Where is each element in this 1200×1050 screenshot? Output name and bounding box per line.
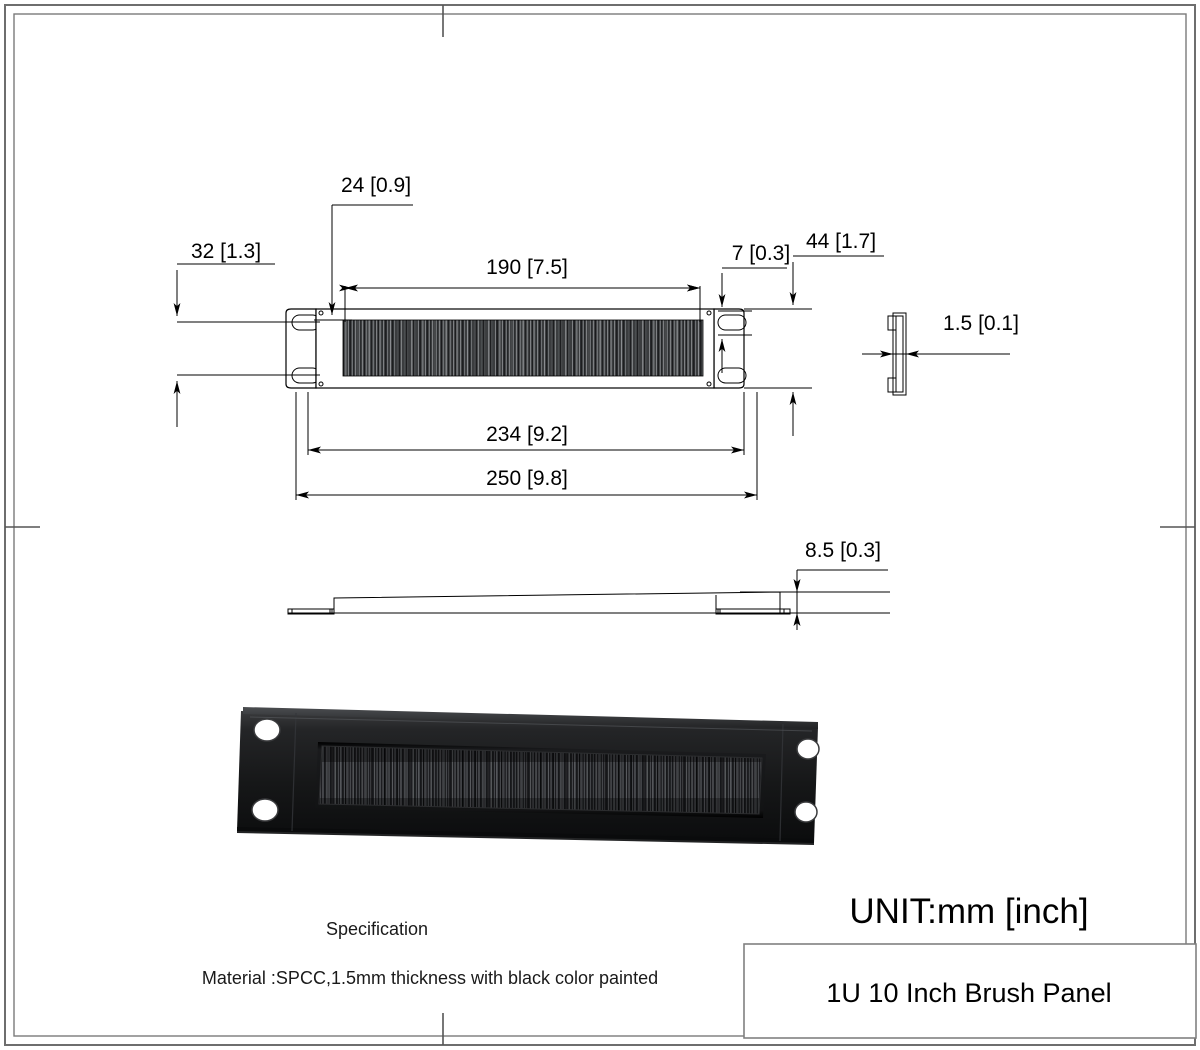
specification-block: Specification Material :SPCC,1.5mm thick… [202, 919, 658, 988]
front-elevation-view [285, 308, 747, 389]
dim-label-44: 44 [1.7] [806, 230, 876, 253]
body-rivet-top-left [318, 310, 324, 316]
left-mounting-ear [285, 308, 317, 389]
dim-label-7: 7 [0.3] [732, 242, 790, 265]
right-slot-lower [717, 367, 747, 384]
dim-label-190: 190 [7.5] [486, 256, 568, 279]
dim-label-24: 24 [0.9] [341, 174, 411, 197]
sheet-border [4, 4, 1196, 1046]
spec-material: Material :SPCC,1.5mm thickness with blac… [202, 968, 658, 988]
dim-ear-slot-height: 7 [0.3] [718, 242, 790, 373]
dim-body-width: 234 [9.2] [307, 392, 745, 455]
photo-hole-top-left [253, 718, 281, 742]
dim-label-250: 250 [9.8] [486, 467, 568, 490]
photo-hole-bottom-right [794, 801, 818, 823]
dim-brush-width: 190 [7.5] [339, 256, 701, 322]
unit-note: UNIT:mm [inch] [849, 892, 1088, 931]
product-photo-view [237, 707, 820, 845]
right-slot-upper [717, 314, 747, 331]
dim-slot-spacing-vertical: 32 [1.3] [173, 240, 320, 427]
dim-brush-offset-left: 24 [0.9] [314, 174, 413, 321]
photo-hole-bottom-left [251, 798, 279, 822]
dim-label-1-5: 1.5 [0.1] [943, 312, 1019, 335]
body-rivet-bottom-right [706, 381, 712, 387]
title-block-box [743, 943, 1197, 1039]
photo-panel-top-lip [243, 707, 818, 729]
spec-heading: Specification [326, 919, 428, 939]
dim-label-8-5: 8.5 [0.3] [805, 539, 881, 562]
dim-material-thickness: 1.5 [0.1] [862, 312, 1019, 358]
dim-label-32: 32 [1.3] [191, 240, 261, 263]
photo-panel-bottom-bevel [237, 827, 814, 845]
sheet-title: 1U 10 Inch Brush Panel [826, 978, 1111, 1008]
body-rivet-bottom-left [318, 381, 324, 387]
dim-panel-depth: 8.5 [0.3] [740, 539, 890, 630]
top-section-view [287, 591, 791, 615]
dim-label-234: 234 [9.2] [486, 423, 568, 446]
dim-panel-height: 44 [1.7] [744, 230, 884, 436]
body-rivet-top-right [706, 310, 712, 316]
dim-overall-width: 250 [9.8] [295, 392, 758, 500]
title-block: UNIT:mm [inch] 1U 10 Inch Brush Panel [743, 892, 1197, 1039]
photo-hole-top-right [796, 738, 820, 760]
brush-strip-front [342, 319, 704, 377]
photo-brush-strip [318, 745, 763, 815]
